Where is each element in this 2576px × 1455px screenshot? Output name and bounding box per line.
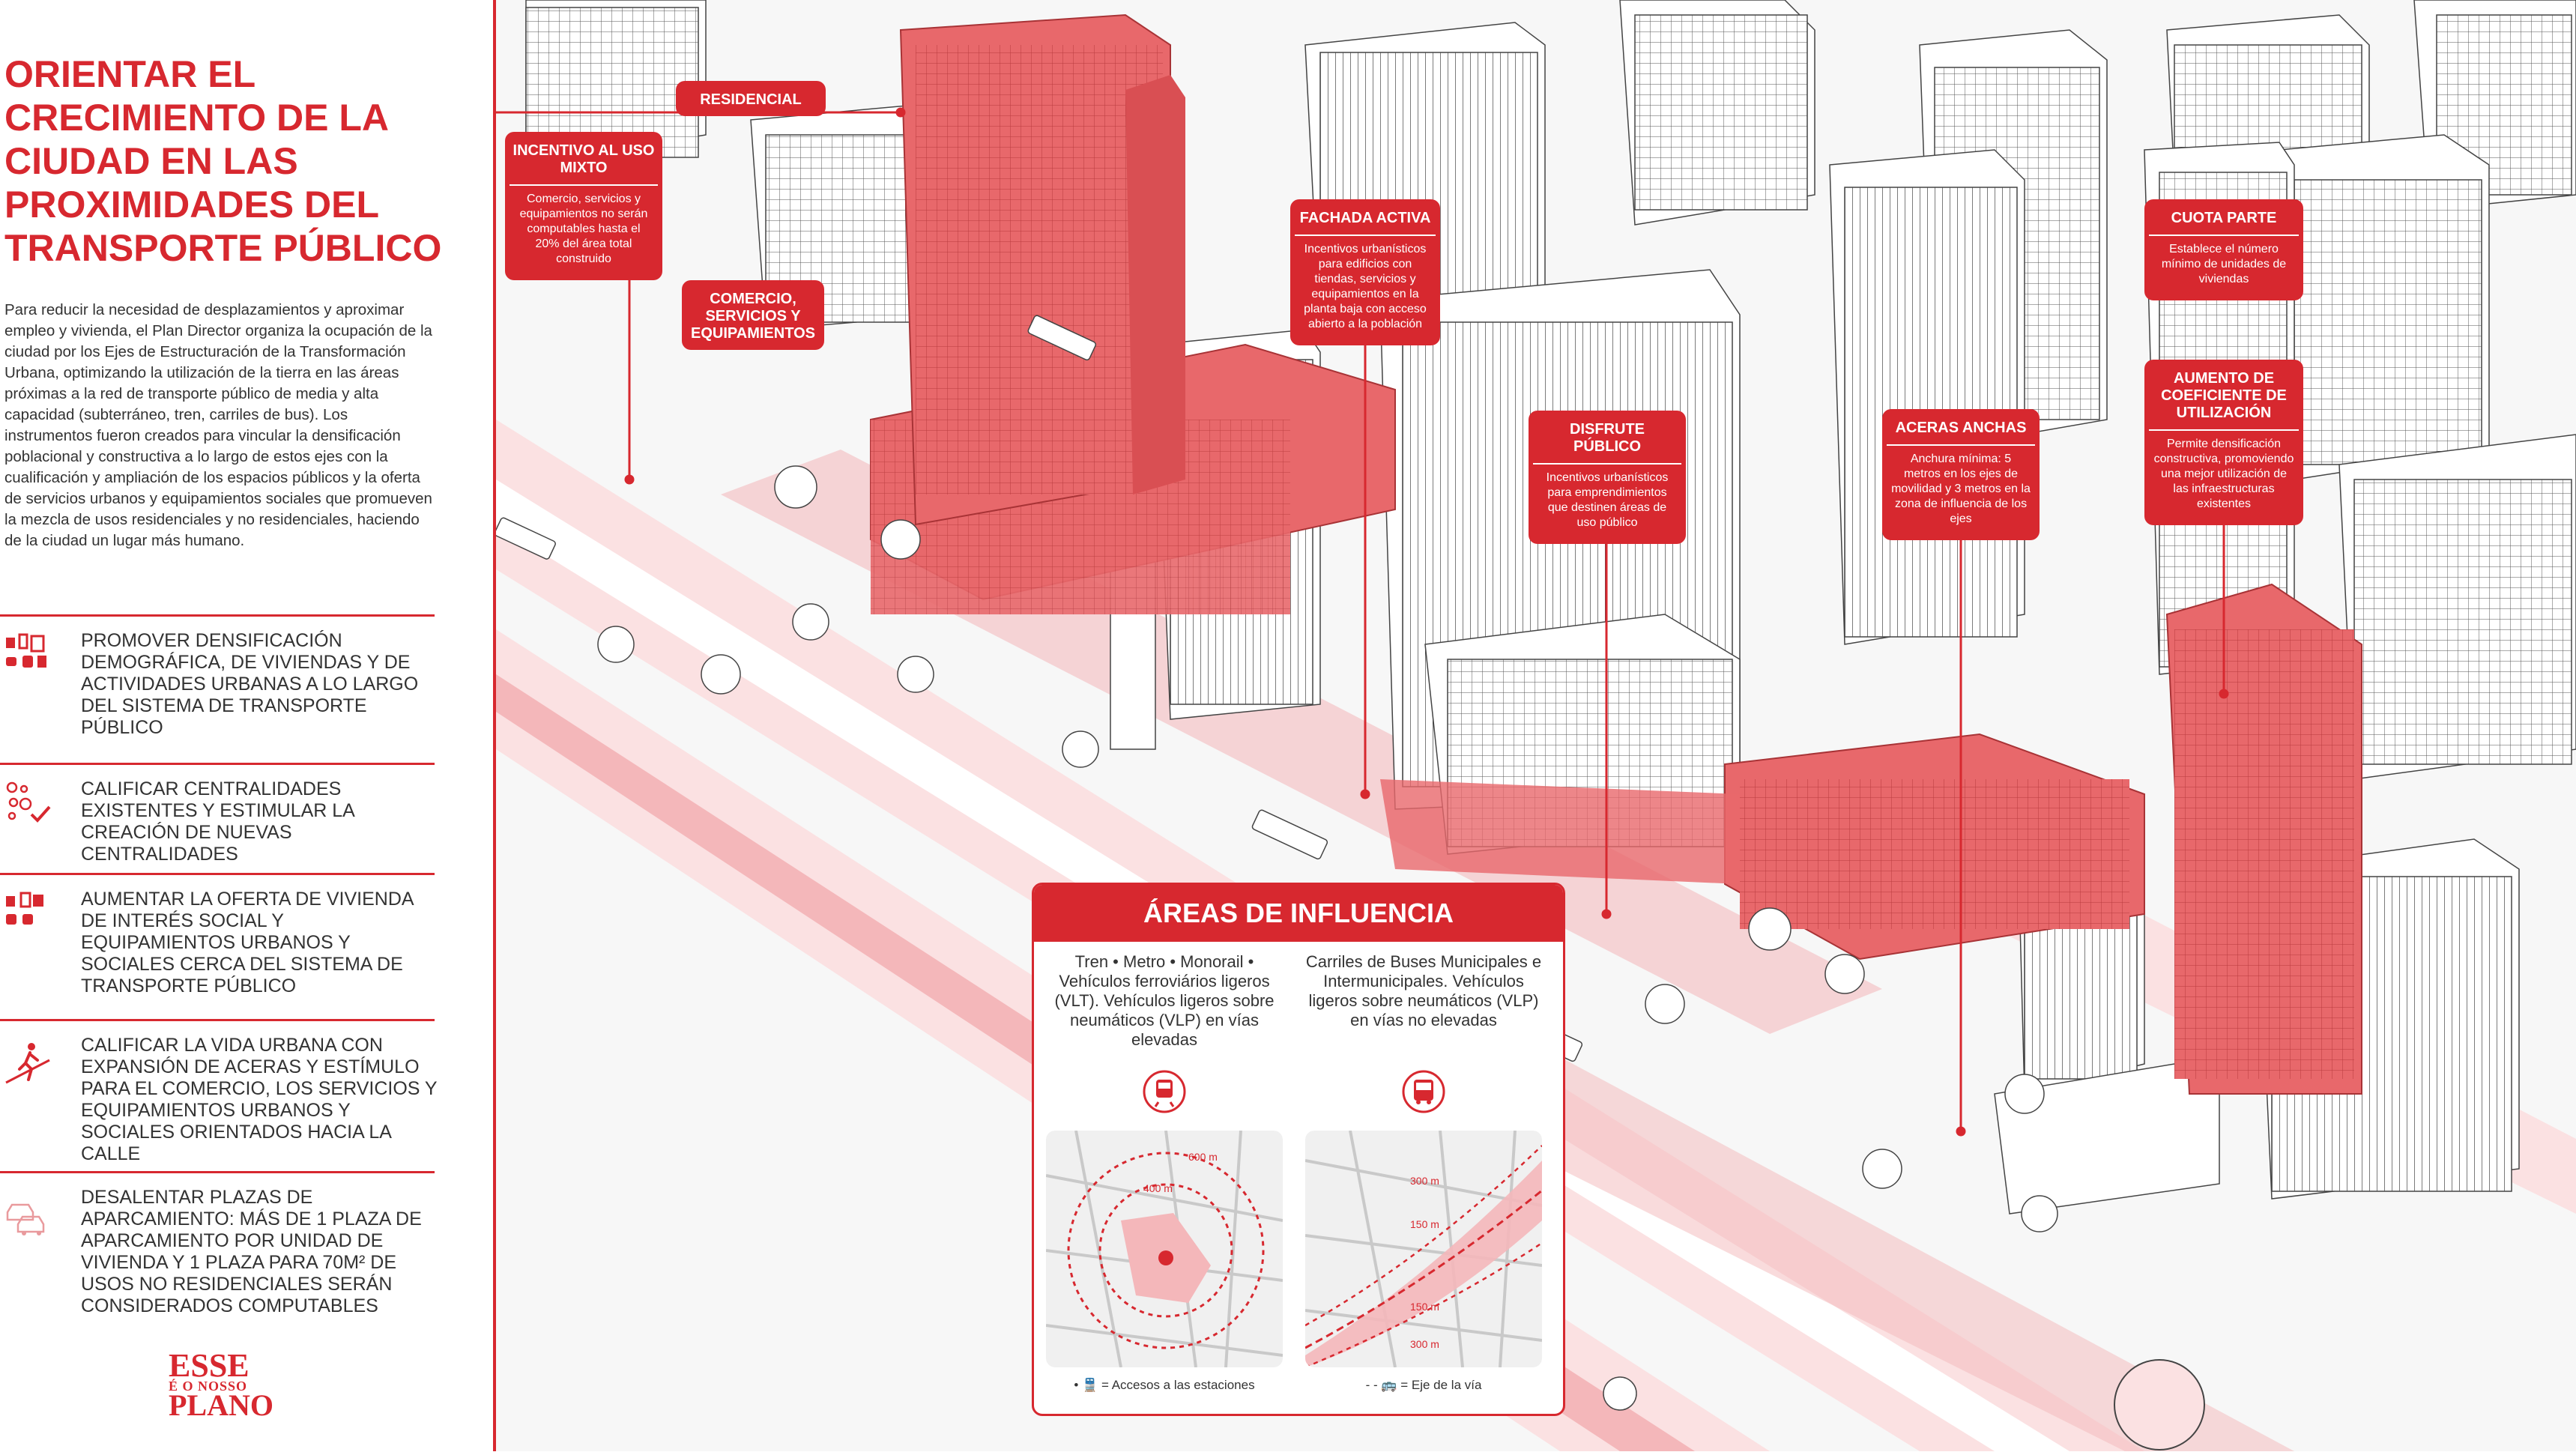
callout-title: ACERAS ANCHAS: [1895, 420, 2027, 436]
logo-line: PLANO: [169, 1388, 273, 1422]
map-label-150b: 150 m: [1410, 1301, 1439, 1313]
mixed-use-building: [1380, 733, 2145, 961]
bus-legend: - - 🚌 = Eje de la vía: [1365, 1378, 1482, 1392]
callout-body: Incentivos urbanísticos para edificios c…: [1295, 235, 1436, 339]
callout-title: INCENTIVO AL USO MIXTO: [513, 142, 655, 176]
map-label-300b: 300 m: [1410, 1338, 1439, 1350]
rail-column: Tren • Metro • Monorail • Vehículos ferr…: [1044, 952, 1284, 1393]
rail-influence-map: 600 m 400 m: [1046, 1131, 1283, 1367]
callout-uso-mixto: INCENTIVO AL USO MIXTO Comercio, servici…: [505, 132, 662, 280]
intro-paragraph: Para reducir la necesidad de desplazamie…: [4, 301, 432, 549]
callout-fachada-activa: FACHADA ACTIVA Incentivos urbanísticos p…: [1290, 199, 1440, 345]
pedestrian-icon: [5, 1043, 50, 1084]
buildings-transport-icon: [6, 633, 46, 668]
logo-line: ESSE: [169, 1347, 250, 1384]
map-label-300a: 300 m: [1410, 1175, 1439, 1187]
map-label-400: 400 m: [1143, 1182, 1173, 1194]
goal-item: CALIFICAR LA VIDA URBANA CON EXPANSIÓN D…: [0, 1019, 437, 1164]
callout-body: Anchura mínima: 5 metros en los ejes de …: [1887, 444, 2035, 534]
influence-areas-panel: ÁREAS DE INFLUENCIA Tren • Metro • Monor…: [1032, 883, 1565, 1416]
map-label-600: 600 m: [1188, 1151, 1218, 1163]
rail-description: Tren • Metro • Monorail • Vehículos ferr…: [1054, 952, 1275, 1049]
goal-item: PROMOVER DENSIFICACIÓN DEMOGRÁFICA, DE V…: [0, 614, 435, 738]
callout-residencial: RESIDENCIAL: [676, 81, 826, 116]
isometric-city-illustration: RESIDENCIAL INCENTIVO AL USO MIXTO Comer…: [384, 0, 2576, 1455]
cars-icon: [6, 1203, 45, 1235]
callout-disfrute-publico: DISFRUTE PÚBLICO Incentivos urbanísticos…: [1529, 411, 1686, 544]
callout-body: Establece el número mínimo de unidades d…: [2149, 235, 2299, 294]
logo-line: É O NOSSO: [169, 1379, 248, 1394]
bus-description: Carriles de Buses Municipales e Intermun…: [1305, 952, 1542, 1029]
map-label-150a: 150 m: [1410, 1218, 1439, 1230]
goal-text: PROMOVER DENSIFICACIÓN DEMOGRÁFICA, DE V…: [81, 630, 419, 738]
callout-title: COMERCIO, SERVICIOS Y EQUIPAMIENTOS: [691, 291, 815, 342]
goal-text: CALIFICAR LA VIDA URBANA CON EXPANSIÓN D…: [81, 1035, 438, 1164]
bus-icon: [1402, 1070, 1445, 1113]
influence-title: ÁREAS DE INFLUENCIA: [1034, 885, 1563, 942]
goal-item: AUMENTAR LA OFERTA DE VIVIENDA DE INTERÉ…: [0, 873, 435, 996]
callout-title: RESIDENCIAL: [700, 91, 802, 108]
callout-cuota-parte: CUOTA PARTE Establece el número mínimo d…: [2144, 199, 2303, 300]
callout-coeficiente: AUMENTO DE COEFICIENTE DE UTILIZACIÓN Pe…: [2144, 360, 2303, 525]
goal-text: CALIFICAR CENTRALIDADES EXISTENTES Y EST…: [81, 778, 354, 865]
goal-text: DESALENTAR PLAZAS DE APARCAMIENTO: MÁS D…: [81, 1187, 422, 1316]
goal-item: CALIFICAR CENTRALIDADES EXISTENTES Y EST…: [0, 763, 435, 871]
divider: [493, 0, 496, 1451]
callout-body: Comercio, servicios y equipamientos no s…: [510, 184, 658, 274]
callout-body: Permite densificación constructiva, prom…: [2149, 429, 2299, 519]
residential-tower: [870, 13, 1396, 614]
train-icon: [1143, 1070, 1186, 1113]
callout-title: FACHADA ACTIVA: [1299, 210, 1431, 226]
goal-item: DESALENTAR PLAZAS DE APARCAMIENTO: MÁS D…: [0, 1171, 435, 1331]
callout-title: CUOTA PARTE: [2171, 210, 2277, 226]
callout-title: DISFRUTE PÚBLICO: [1570, 421, 1645, 455]
coefficient-tower: [2165, 583, 2362, 1095]
callout-aceras-anchas: ACERAS ANCHAS Anchura mínima: 5 metros e…: [1882, 409, 2040, 540]
bus-influence-map: 300 m 150 m 150 m 300 m: [1305, 1131, 1542, 1367]
centralities-icon: [6, 781, 51, 823]
housing-transport-icon: [6, 892, 43, 925]
callout-title: AUMENTO DE COEFICIENTE DE UTILIZACIÓN: [2161, 370, 2287, 421]
page-title: ORIENTAR EL CRECIMIENTO DE LA CIUDAD EN …: [4, 53, 442, 269]
sidebar: ORIENTAR EL CRECIMIENTO DE LA CIUDAD EN …: [0, 0, 495, 1451]
callout-body: Incentivos urbanísticos para emprendimie…: [1533, 463, 1681, 538]
goal-text: AUMENTAR LA OFERTA DE VIVIENDA DE INTERÉ…: [81, 889, 414, 996]
callout-comercio: COMERCIO, SERVICIOS Y EQUIPAMIENTOS: [682, 280, 824, 350]
bus-column: Carriles de Buses Municipales e Intermun…: [1304, 952, 1544, 1393]
rail-legend: • 🚆 = Accesos a las estaciones: [1074, 1378, 1255, 1392]
esse-logo: ESSE É O NOSSO PLANO: [169, 1347, 281, 1422]
